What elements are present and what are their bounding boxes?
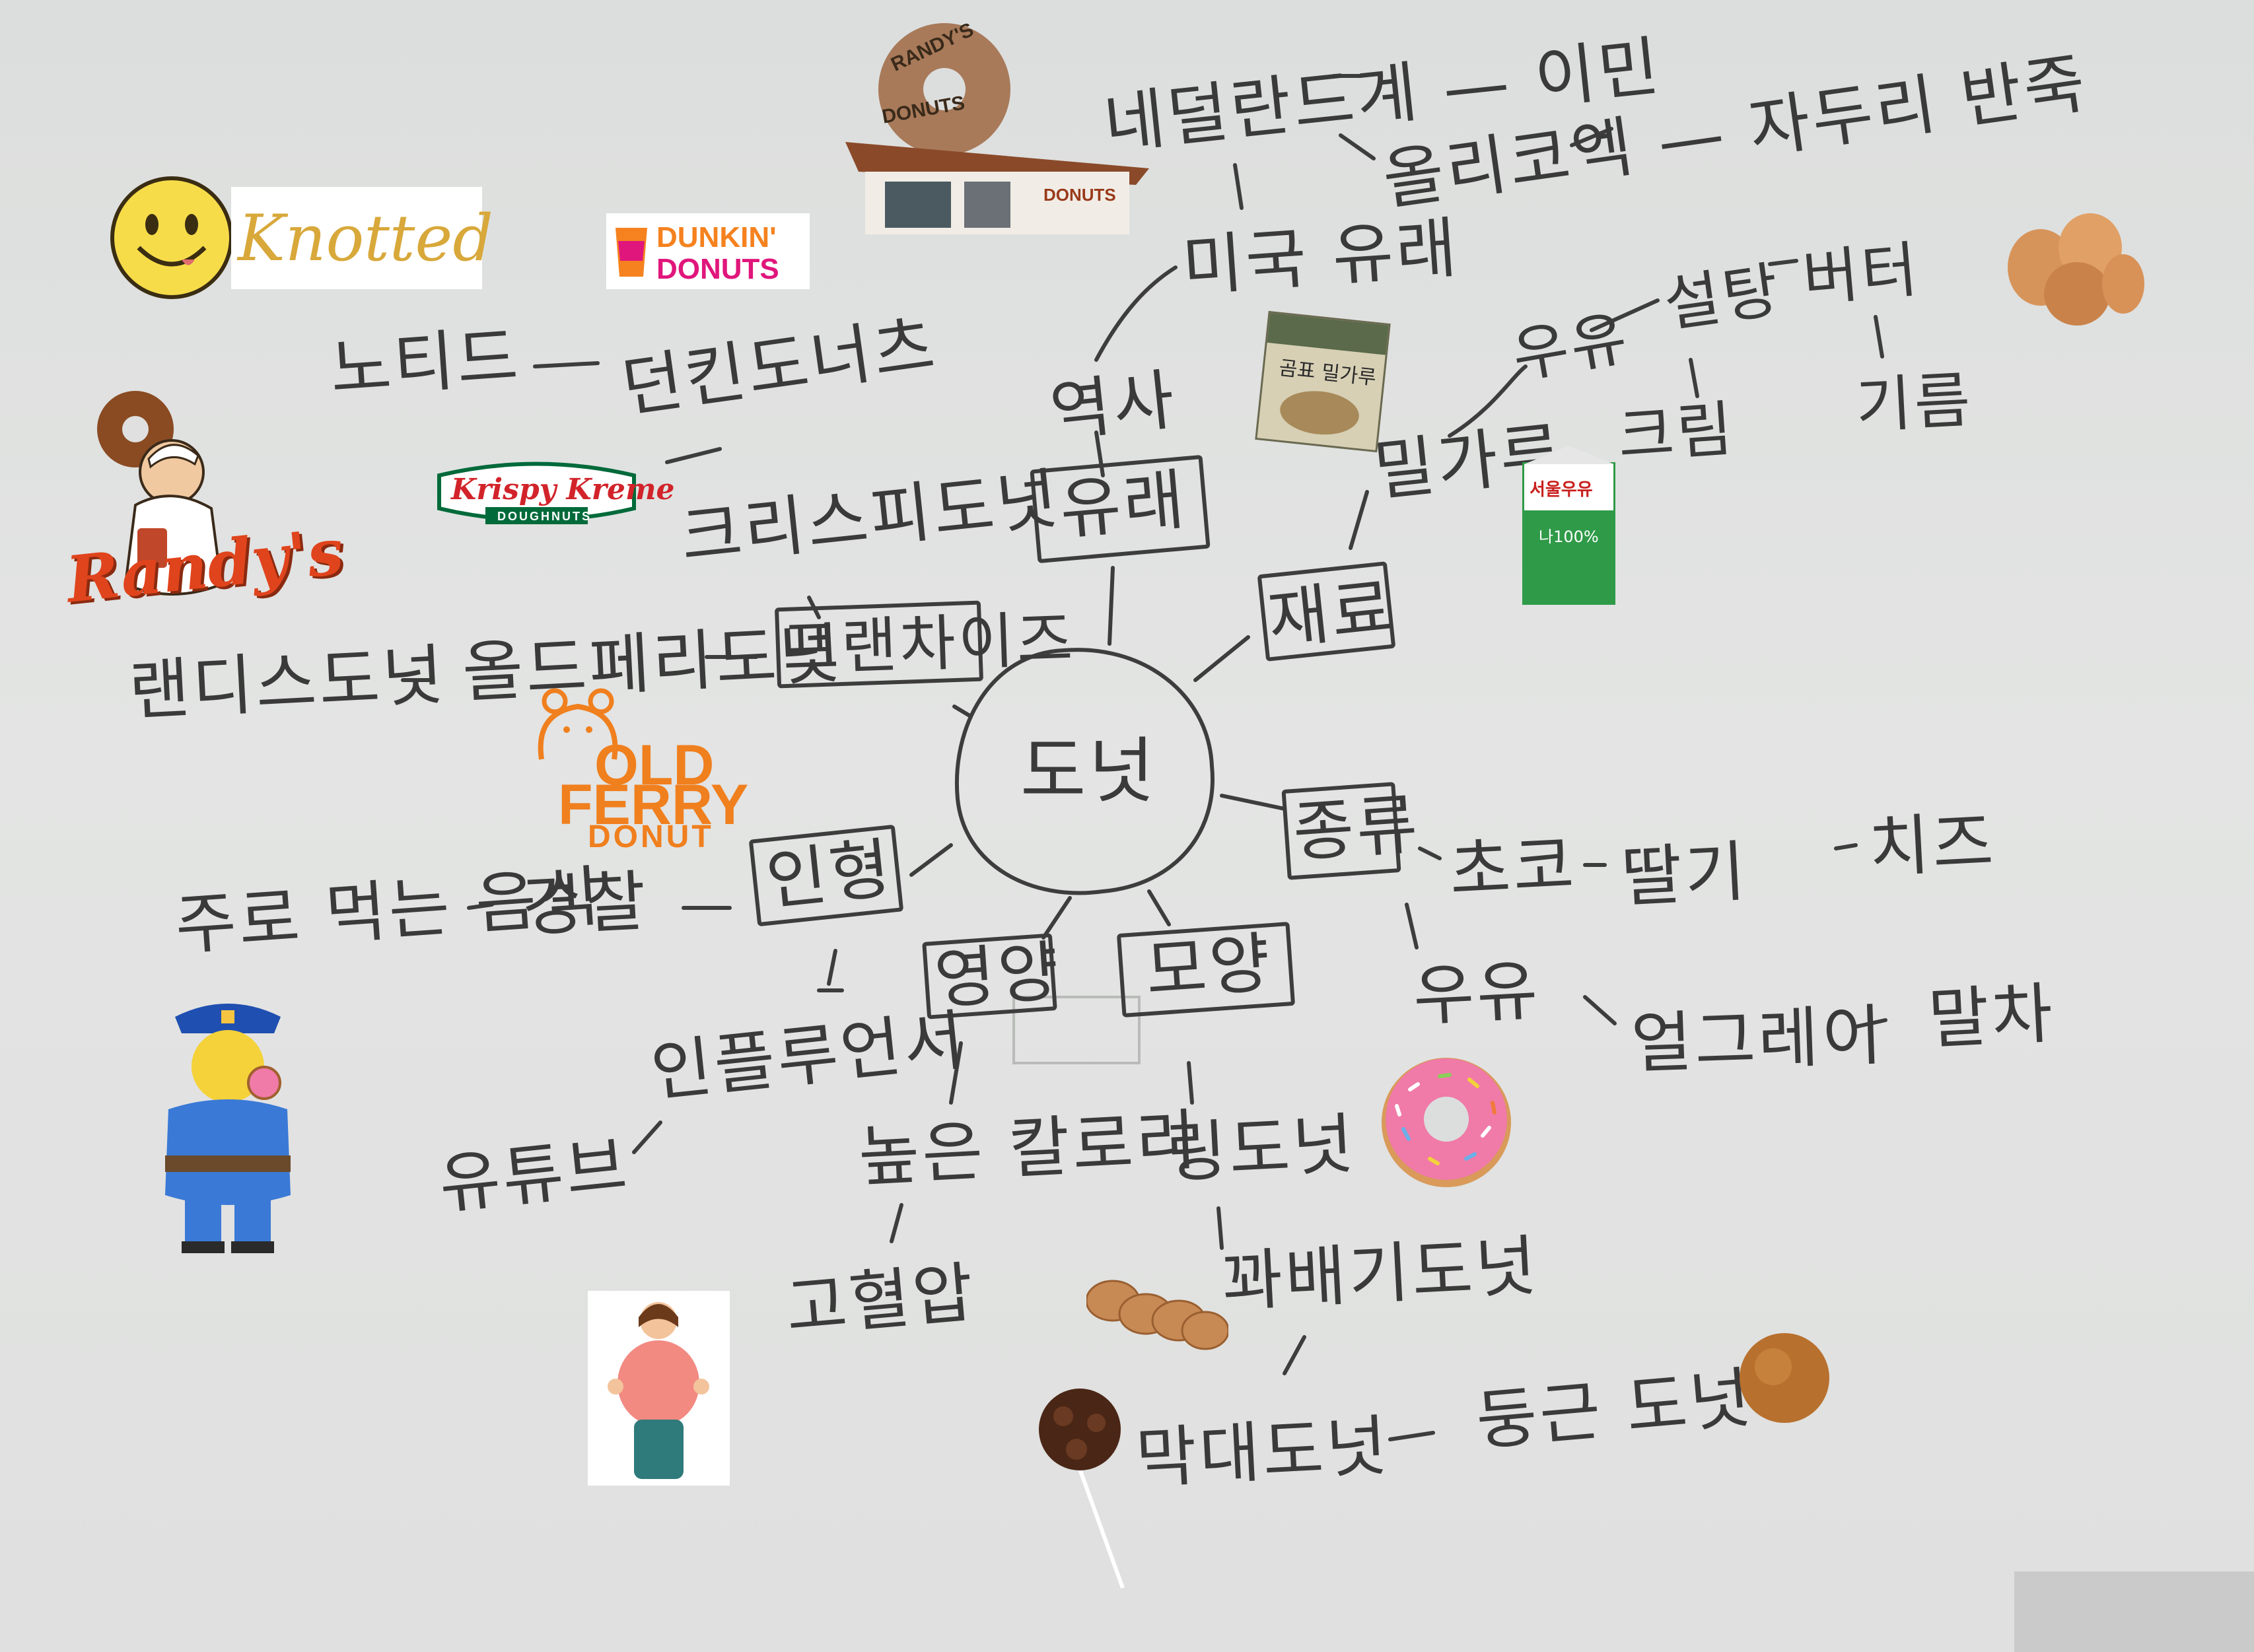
- node-high-bp: 고혈압: [783, 1253, 979, 1348]
- node-twist-donut: 꽈배기도넛: [1220, 1227, 1541, 1321]
- node-earl-grey: 얼그레이: [1630, 996, 1886, 1083]
- center-label: 도넛: [1020, 730, 1157, 813]
- pink-donut-icon: [1382, 1058, 1511, 1187]
- old-ferry-logo-2: FERRY: [558, 773, 749, 837]
- center-circle-outline: [954, 648, 1215, 895]
- stick-donut-icon: [1039, 1389, 1125, 1589]
- round-donut-icon: [1740, 1333, 1829, 1423]
- branch-origin-label: 유래: [1057, 460, 1190, 549]
- branch-image-label: 인형: [762, 829, 897, 920]
- old-ferry-logo-3: DONUT: [588, 819, 714, 854]
- krispy-kreme-logo: Krispy Kreme DOUGHNUTS: [433, 456, 675, 528]
- erased-box: [1012, 996, 1141, 1064]
- dunkin-logo-bottom: DONUTS: [656, 253, 779, 285]
- smiley-icon: [110, 176, 233, 299]
- randys-donut-building: [845, 23, 1149, 234]
- krispy-kreme-badge: [437, 462, 636, 524]
- node-cream: 크림: [1615, 393, 1738, 473]
- woman-icon: [608, 1302, 709, 1479]
- node-milk-type: 우유: [1411, 951, 1542, 1035]
- branch-ingredients-label: 재료: [1264, 568, 1399, 659]
- milk-carton-sub: 나100%: [1539, 528, 1599, 546]
- node-matcha: 말차: [1926, 975, 2057, 1058]
- node-choco: 초코: [1448, 826, 1578, 910]
- coffee-cup-icon: [616, 228, 647, 277]
- randys-shop-sign: DONUTS: [1043, 185, 1116, 205]
- node-american-origin: 미국 유래: [1180, 209, 1462, 306]
- node-high-calorie: 높은 칼로리: [857, 1101, 1201, 1196]
- paper-edge-shadow: [2014, 1571, 2254, 1652]
- flour-bag-label: 곰표 밀가루: [1277, 357, 1378, 390]
- node-knotted: 노티드: [328, 318, 523, 408]
- milk-carton-label: 서울우유: [1530, 480, 1593, 500]
- police-chief-icon: [165, 1004, 291, 1253]
- overweight-woman-card: [588, 1291, 730, 1486]
- flour-bag-icon: 곰표 밀가루: [1255, 310, 1391, 453]
- twist-donut-icon: [1086, 1280, 1228, 1350]
- branch-types-label: 종류: [1290, 785, 1423, 872]
- bear-icon: [538, 688, 618, 760]
- dunkin-logo-top: DUNKIN': [656, 221, 777, 254]
- node-youtube: 유튜브: [435, 1126, 633, 1223]
- node-randys: 랜디스도넛: [127, 636, 448, 730]
- randys-mascot-icon: [97, 391, 223, 596]
- node-history: 역사: [1046, 361, 1181, 451]
- node-strawberry: 딸기: [1619, 833, 1750, 916]
- knotted-logo-text: Knotted: [238, 201, 493, 275]
- node-sugar: 설탕: [1660, 254, 1786, 341]
- old-ferry-logo-1: OLD: [594, 734, 715, 797]
- dunkin-logo: DUNKIN' DONUTS: [606, 213, 810, 289]
- branch-shape-label: 모양: [1143, 924, 1275, 1010]
- node-old-ferry: 올드페리도넛: [460, 615, 845, 712]
- node-oil: 기름: [1854, 364, 1975, 442]
- milk-carton-icon: 서울우유 나100%: [1522, 446, 1615, 605]
- node-cheese: 치즈: [1867, 803, 1998, 887]
- eggs-icon: [2008, 213, 2144, 326]
- node-butter: 버터: [1800, 234, 1923, 315]
- krispy-logo-bottom: DOUGHNUTS: [497, 510, 592, 523]
- knotted-logo: Knotted: [231, 187, 493, 289]
- krispy-logo-top: Krispy Kreme: [451, 473, 675, 506]
- node-stick-donut: 막대도넛: [1134, 1407, 1391, 1497]
